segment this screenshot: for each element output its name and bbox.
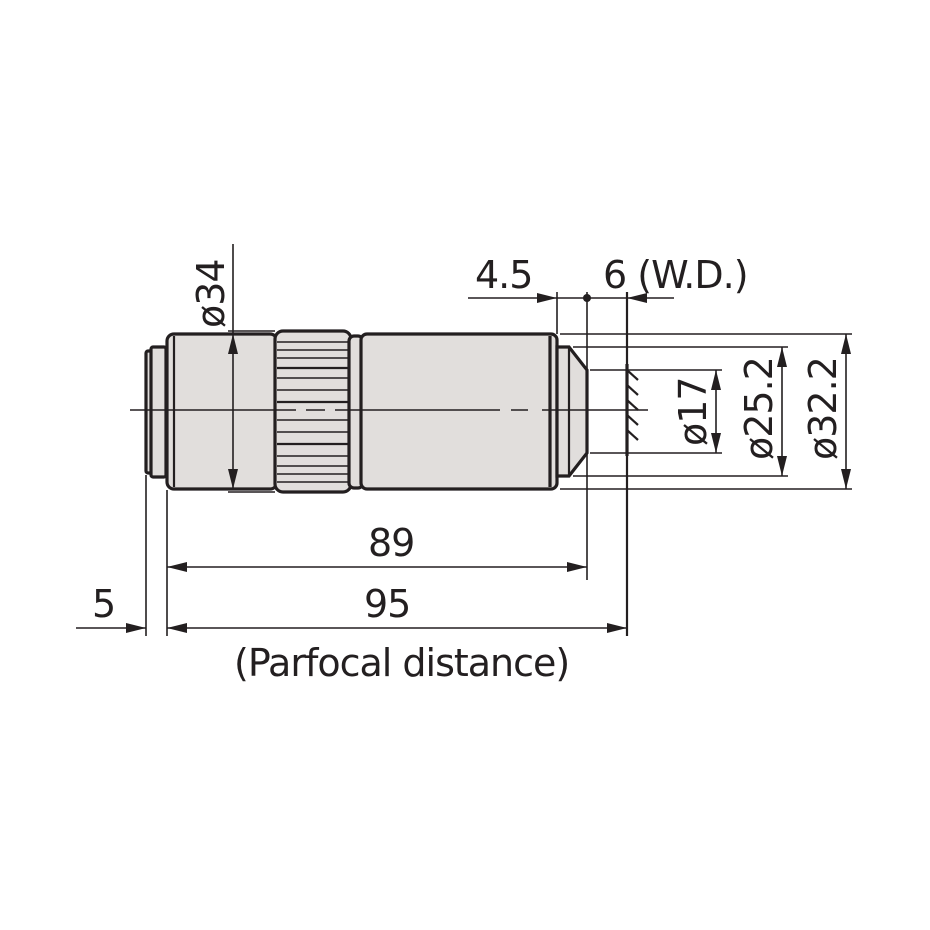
label-field-diameter: ø17	[671, 377, 715, 446]
mount-thread-inner	[149, 345, 168, 479]
lens-body	[144, 329, 589, 494]
dimension-labels: ø34 4.5 6 (W.D.) ø17 ø25.2 ø32.2 89 95 5…	[92, 253, 845, 685]
label-barrel-diameter: ø32.2	[801, 357, 845, 460]
dimension-lines	[76, 293, 851, 633]
label-front-gap: 4.5	[475, 253, 532, 297]
extension-lines	[145, 244, 852, 636]
knurl-lines	[277, 341, 349, 483]
label-outer-diameter: ø34	[189, 259, 233, 328]
label-parfocal-distance: (Parfocal distance)	[234, 641, 569, 685]
label-mount-thread-length: 5	[92, 582, 115, 626]
knurled-ring	[273, 329, 353, 494]
tip-cone	[555, 345, 589, 478]
front-barrel	[359, 332, 559, 491]
label-working-distance: 6 (W.D.)	[603, 253, 748, 297]
label-tip-diameter: ø25.2	[737, 357, 781, 460]
label-length-to-tip: 89	[368, 521, 414, 565]
label-parfocal-length: 95	[364, 582, 410, 626]
rear-barrel	[165, 332, 279, 491]
